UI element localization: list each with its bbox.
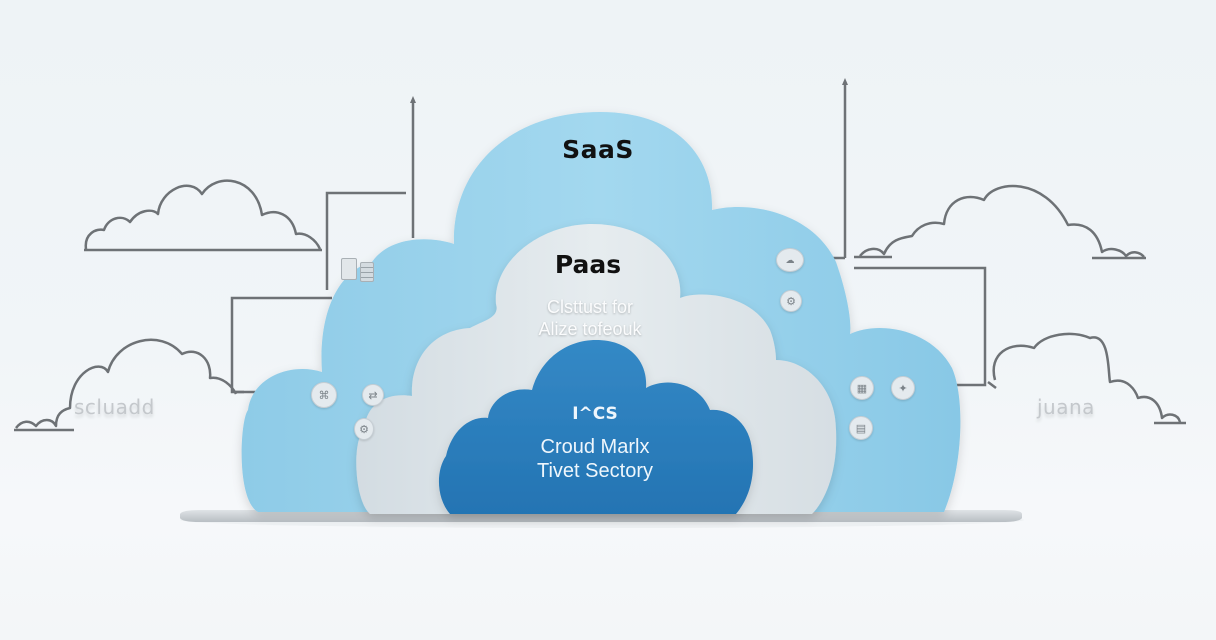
outline-cloud-mid-right bbox=[987, 332, 1186, 425]
transfer-icon: ⇄ bbox=[362, 384, 384, 406]
outline-cloud-top-right bbox=[854, 184, 1146, 260]
server-icon bbox=[360, 262, 374, 282]
grid-icon: ▦ bbox=[850, 376, 874, 400]
iaas-subtitle-line-1: Croud Marlx bbox=[540, 436, 650, 458]
iaas-cloud-shape bbox=[438, 340, 754, 514]
gear-icon: ⚙ bbox=[780, 290, 802, 312]
paas-subtitle-line-1: Clsttust for bbox=[546, 297, 634, 317]
right-cloud-label: juana bbox=[1037, 395, 1095, 419]
paas-subtitle: Clsttust for Alize tofeouk bbox=[500, 296, 680, 340]
chart-icon: ▤ bbox=[849, 416, 873, 440]
iaas-subtitle-line-2: Tivet Sectory bbox=[537, 460, 653, 482]
left-cloud-label: scluadd bbox=[74, 395, 155, 419]
outline-cloud-top-left bbox=[84, 179, 322, 252]
cloud-badge-icon: ☁ bbox=[776, 248, 804, 272]
network-icon: ⌘ bbox=[311, 382, 337, 408]
document-icon bbox=[341, 258, 357, 280]
iaas-title: I^CS bbox=[572, 404, 618, 424]
saas-title: SaaS bbox=[562, 135, 634, 164]
paas-subtitle-line-2: Alize tofeouk bbox=[538, 319, 642, 339]
iaas-subtitle: Croud Marlx Tivet Sectory bbox=[515, 435, 675, 483]
bird-icon: ✦ bbox=[891, 376, 915, 400]
outline-cloud-mid-left bbox=[14, 338, 238, 432]
settings-icon: ⚙ bbox=[354, 418, 374, 440]
paas-title: Paas bbox=[554, 250, 622, 279]
